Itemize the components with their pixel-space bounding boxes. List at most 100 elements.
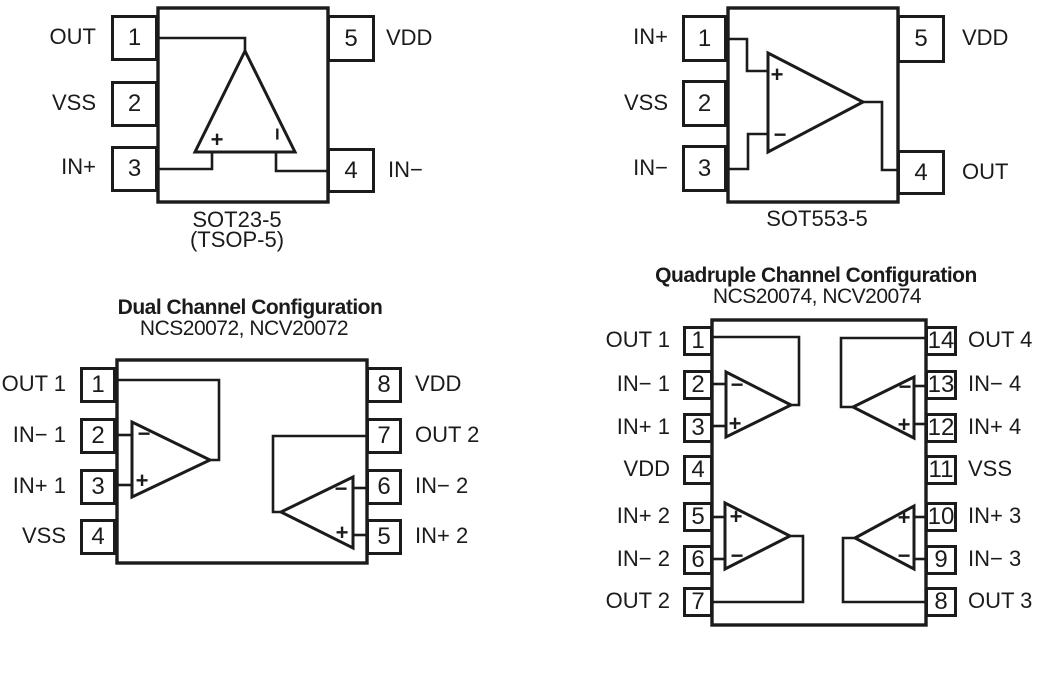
sot23-pin3-box: 3 [111,146,158,192]
sot23-pin3-label: IN+ [61,154,96,179]
dual-pin2-box: 2 [80,418,116,454]
sot553-pin3-box: 3 [682,145,727,192]
sot23-pin2-label: VSS [51,90,96,115]
quad-pin9-box: 9 [925,545,957,575]
sot553-opamp-triangle [766,50,867,155]
sot553-pin1-label: IN+ [633,24,668,49]
sot23-caption-line1: SOT23-5 [192,207,282,232]
quad-pin9-label: IN− 3 [968,546,1022,571]
quad-pin8-label: OUT 3 [968,588,1033,613]
quad-amp1-noninverting-marker: + [728,411,742,436]
sot23-pin5-box: 5 [327,15,375,62]
dual-amp2-noninverting-marker: + [335,520,349,545]
quad-pin7-label: OUT 2 [605,588,670,613]
quad-amp2-inverting-marker: − [730,543,744,568]
dual-pin5-box: 5 [366,519,402,555]
sot553-in-plus-wire [728,37,768,73]
quad-out4-wire [839,336,926,409]
quad-pin11-box: 11 [925,455,957,485]
sot553-pin2-box: 2 [682,80,727,127]
quad-pin5-label: IN+ 2 [616,503,670,528]
sot23-pin4-box: 4 [327,148,375,193]
quad-amp3-triangle [851,503,916,572]
sot553-inverting-marker: − [773,122,787,147]
quad-pin2-label: IN− 1 [616,371,670,396]
quad-amp2-triangle [723,500,794,572]
quad-pin1-box: 1 [683,326,713,356]
sot553-out-wire [863,100,898,172]
quad-out1-wire [712,335,801,407]
quad-pin14-box: 14 [925,326,957,356]
quad-pin13-box: 13 [925,370,957,400]
dual-pin8-label: VDD [415,371,462,396]
sot553-pin4-box: 4 [897,150,945,195]
quad-amp1-inverting-marker: − [730,372,744,397]
quad-pin5-box: 5 [683,502,713,532]
quad-amp3-inverting-marker: − [897,543,911,568]
quad-amp1-triangle [724,369,795,440]
sot23-caption-line2: (TSOP-5) [189,227,285,252]
quad-amp3-noninverting-marker: + [897,505,911,530]
dual-wires [115,358,369,565]
dual-amp2-triangle [277,474,355,551]
quad-pin12-label: IN+ 4 [968,414,1022,439]
sot553-package-outline [726,6,900,204]
quad-amp2-noninverting-marker: + [729,504,743,529]
sot23-pin4-label: IN− [388,157,423,182]
quad-pin3-box: 3 [683,413,713,443]
dual-pin1-box: 1 [80,367,116,403]
quad-amp4-noninverting-marker: + [897,412,911,437]
dual-pin7-label: OUT 2 [415,422,480,447]
sot553-pin1-box: 1 [682,15,727,62]
dual-title: Dual Channel Configuration [117,296,383,319]
sot23-opamp-triangle [192,47,298,154]
sot553-pin2-label: VSS [623,90,668,115]
sot553-caption: SOT553-5 [766,206,868,231]
quad-pin14-label: OUT 4 [968,327,1033,352]
dual-out2-wire [271,434,367,514]
sot23-out-wire [158,36,247,51]
quad-pin1-label: OUT 1 [605,327,670,352]
sot23-pin5-label: VDD [386,25,433,50]
dual-pin3-box: 3 [80,469,116,505]
quad-amp4-inverting-marker: − [898,374,912,399]
quad-subtitle: NCS20074, NCV20074 [712,285,922,308]
dual-amp1-triangle [130,419,214,500]
quad-pin10-label: IN+ 3 [968,503,1022,528]
quad-pin6-box: 6 [683,545,713,575]
quad-title: Quadruple Channel Configuration [655,264,977,287]
dual-package-outline [115,358,369,565]
quad-pin2-box: 2 [683,370,713,400]
sot23-pin1-box: 1 [111,15,158,61]
dual-amp2-inverting-marker: − [334,476,348,501]
quad-pin4-box: 4 [683,455,713,485]
quad-pin4-label: VDD [623,456,670,481]
dual-pin5-label: IN+ 2 [415,523,469,548]
sot23-in-minus-wire [274,152,328,173]
quad-out2-wire [712,534,805,604]
quad-pin8-box: 8 [925,587,957,617]
sot23-pin2-box: 2 [111,81,158,127]
quad-pin12-box: 12 [925,413,957,443]
sot553-pin5-label: VDD [962,25,1009,50]
dual-amp1-noninverting-marker: + [135,468,149,493]
dual-pin6-box: 6 [366,469,402,505]
sot23-noninverting-marker: + [210,127,224,152]
sot553-pin4-label: OUT [962,159,1009,184]
sot23-package-outline [156,6,330,204]
dual-pin4-box: 4 [80,519,116,555]
sot23-in-plus-wire [158,152,214,171]
dual-pin4-label: VSS [21,523,66,548]
dual-pin2-label: IN− 1 [12,422,66,447]
dual-pin8-box: 8 [366,367,402,403]
quad-package-outline [710,318,928,627]
sot553-pin3-label: IN− [633,155,668,180]
quad-pin6-label: IN− 2 [616,546,670,571]
dual-out1-wire [117,378,221,462]
quad-out3-wire [841,536,926,604]
dual-pin6-label: IN− 2 [415,473,469,498]
dual-pin3-label: IN+ 1 [12,473,66,498]
dual-pin7-box: 7 [366,418,402,454]
dual-amp1-inverting-marker: − [137,421,151,446]
